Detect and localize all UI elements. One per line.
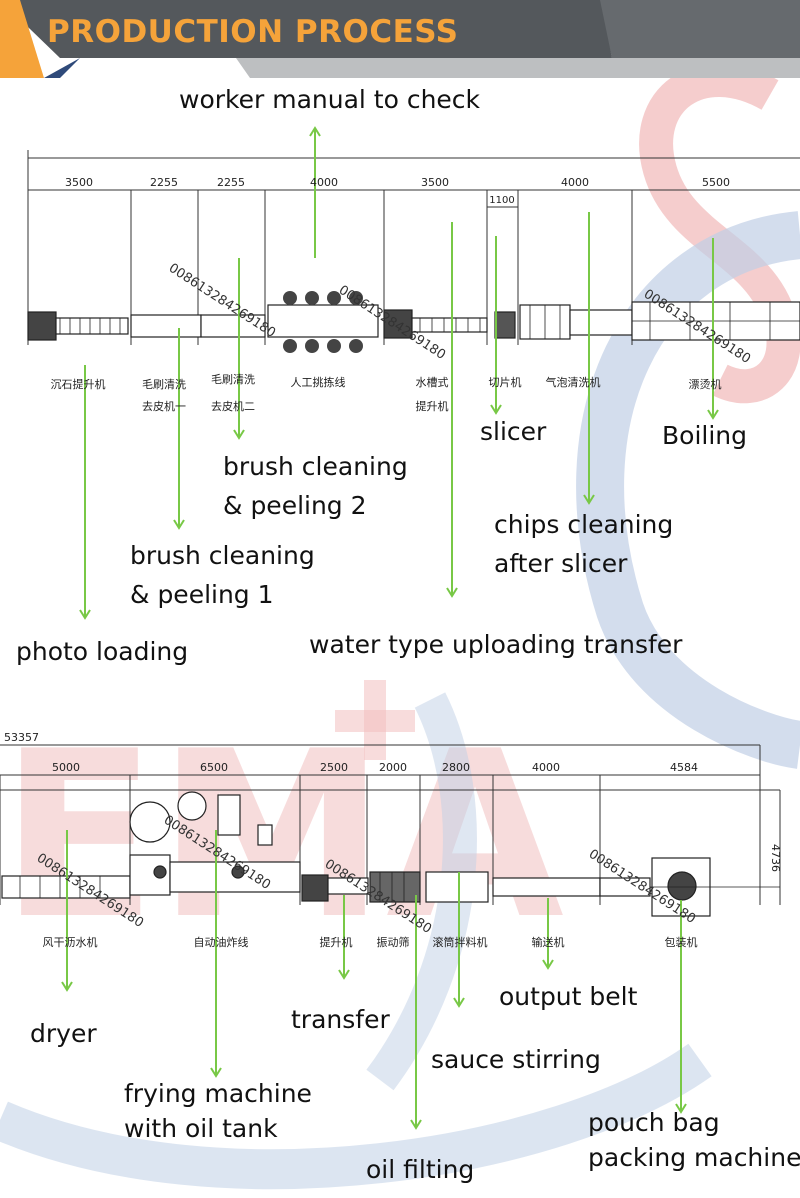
arrow-brush1 (173, 328, 185, 530)
dim-bot-3: 2500 (320, 761, 348, 774)
label-frying-line1: frying machine (124, 1079, 312, 1108)
dim-top-1: 3500 (65, 176, 93, 189)
watermark-phone-7: 008613284269180 (586, 847, 698, 927)
watermark-s-shape (639, 63, 800, 404)
dim-top-4: 4000 (310, 176, 338, 189)
cn-top-3a: 毛刷清洗 (211, 373, 255, 386)
dim-top-5: 3500 (421, 176, 449, 189)
label-brush2-line1: brush cleaning (223, 452, 408, 481)
arrow-output-belt (542, 898, 554, 970)
cn-bot-4: 振动筛 (377, 935, 410, 949)
dim-total: 53357 (4, 731, 39, 744)
dim-top-3: 2255 (217, 176, 245, 189)
label-output-belt: output belt (499, 982, 638, 1011)
label-photo-loading: photo loading (16, 637, 189, 666)
arrow-brush2 (233, 258, 245, 440)
watermark-phone-3: 008613284269180 (641, 287, 753, 367)
dim-bot-2: 6500 (200, 761, 228, 774)
watermark-phone-5: 008613284269180 (161, 813, 273, 893)
arrow-photo-loading (79, 365, 91, 620)
cn-top-3b: 去皮机二 (211, 399, 255, 413)
cn-top-5a: 水槽式 (416, 376, 449, 389)
arrow-transfer (338, 895, 350, 980)
label-slicer: slicer (480, 417, 547, 446)
dim-bot-5: 2800 (442, 761, 470, 774)
watermark-phone-4: 008613284269180 (34, 851, 146, 931)
watermark-plus-v (364, 680, 386, 760)
dim-top-7: 4000 (561, 176, 589, 189)
watermark-phone-6: 008613284269180 (322, 857, 434, 937)
dim-bot-4: 2000 (379, 761, 407, 774)
header-dark-band (0, 0, 612, 58)
cn-top-2a: 毛刷清洗 (142, 378, 186, 391)
cn-bot-6: 输送机 (532, 935, 565, 949)
header-gray-band (0, 0, 800, 58)
dim-bot-7: 4584 (670, 761, 698, 774)
cn-top-6: 切片机 (489, 375, 522, 389)
cn-top-7: 气泡清洗机 (546, 375, 601, 389)
arrow-slicer (490, 236, 502, 415)
dim-bot-6: 4000 (532, 761, 560, 774)
label-transfer: transfer (291, 1005, 390, 1034)
arrow-water-transfer (446, 222, 458, 598)
cn-bot-7: 包装机 (665, 935, 698, 949)
label-frying-line2: with oil tank (124, 1114, 278, 1143)
dim-top-2: 2255 (150, 176, 178, 189)
header-blue-tip (44, 58, 80, 78)
dim-bot-1: 5000 (52, 761, 80, 774)
watermark-phone-2: 008613284269180 (336, 283, 448, 363)
cn-top-2b: 去皮机一 (142, 399, 186, 413)
cn-top-5b: 提升机 (416, 399, 449, 413)
cn-top-4: 人工挑拣线 (291, 375, 346, 389)
label-brush1-line2: & peeling 1 (130, 580, 274, 609)
arrow-frying (210, 830, 222, 1078)
dim-top-8: 5500 (702, 176, 730, 189)
cn-top-1: 沉石提升机 (51, 377, 106, 391)
label-water-transfer: water type uploading transfer (309, 630, 683, 659)
label-sauce-stirring: sauce stirring (431, 1045, 601, 1074)
arrow-sauce (453, 872, 465, 1008)
label-pouch-line1: pouch bag (588, 1108, 720, 1137)
dim-top-6: 1100 (489, 195, 514, 206)
arrow-pouch (675, 900, 687, 1114)
label-oil-filting: oil filting (366, 1155, 475, 1184)
cn-bot-5: 滚筒拌料机 (433, 935, 488, 949)
label-brush2-line2: & peeling 2 (223, 491, 367, 520)
watermark-phone-1: 008613284269180 (166, 261, 278, 341)
cn-top-8: 漂烫机 (689, 377, 722, 391)
arrow-worker-check (309, 126, 321, 258)
label-brush1-line1: brush cleaning (130, 541, 315, 570)
label-chips-line1: chips cleaning (494, 510, 674, 539)
arrow-boiling (707, 238, 719, 420)
cn-bot-2: 自动油炸线 (194, 935, 249, 949)
page-title: PRODUCTION PROCESS (47, 14, 459, 50)
header-orange-corner (0, 0, 44, 78)
dim-height: 4736 (769, 844, 782, 872)
arrow-oil (410, 895, 422, 1130)
label-pouch-line2: packing machine (588, 1143, 800, 1172)
arrow-dryer (61, 830, 73, 992)
cn-bot-1: 风干沥水机 (43, 935, 98, 949)
label-dryer: dryer (30, 1019, 97, 1048)
watermark-bottom-arc (0, 1043, 712, 1190)
header-light-strip (236, 58, 800, 78)
label-worker-check: worker manual to check (179, 85, 481, 114)
arrow-chips (583, 212, 595, 505)
label-chips-line2: after slicer (494, 549, 628, 578)
label-boiling: Boiling (662, 421, 747, 450)
cn-bot-3: 提升机 (320, 935, 353, 949)
watermark-blue-arc (576, 211, 800, 769)
